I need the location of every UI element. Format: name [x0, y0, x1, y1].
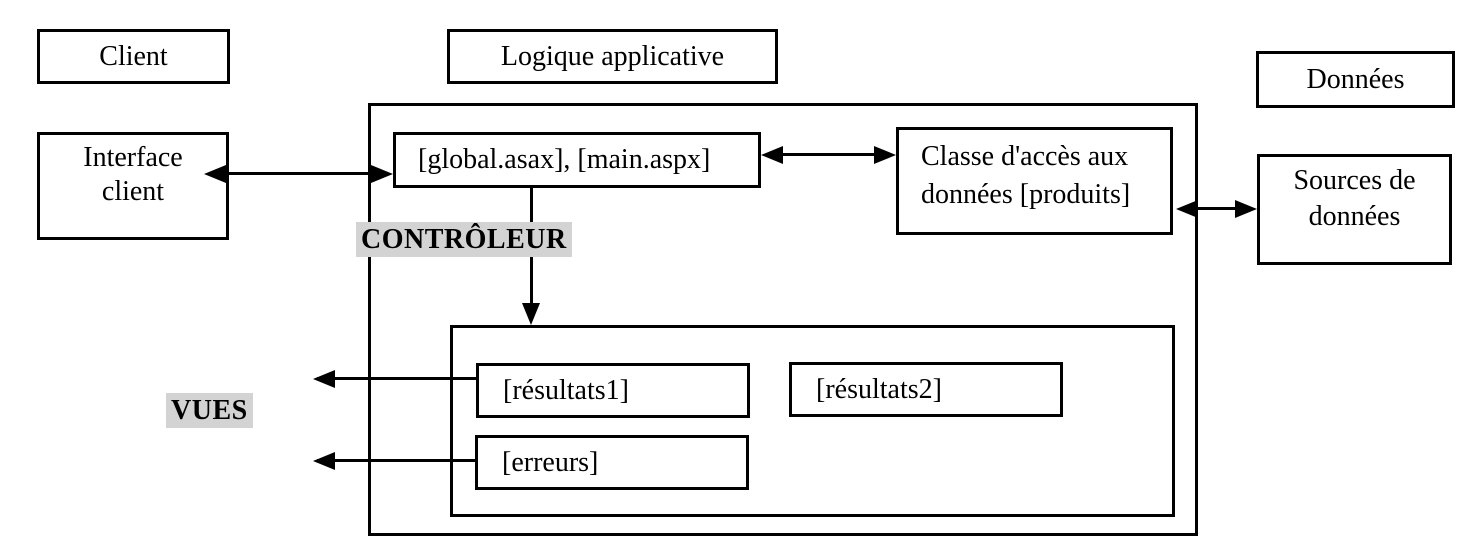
data-tier-label: Données [1306, 63, 1405, 95]
data-access-class-box: Classe d'accès aux données [produits] [896, 127, 1173, 235]
client-tier-box: Client [37, 29, 230, 84]
controller-files-box: [global.asax], [main.aspx] [393, 132, 761, 188]
data-access-class-line1: Classe d'accès aux [921, 141, 1129, 172]
erreurs-view-box: [erreurs] [475, 435, 749, 490]
arrow-interface-to-controller-head-right [371, 165, 393, 183]
application-logic-container [368, 103, 1198, 536]
arrow-erreurs-to-client-head-left [313, 452, 335, 470]
resultats1-view-box: [résultats1] [476, 363, 750, 418]
controller-files-label: [global.asax], [main.aspx] [418, 144, 711, 175]
resultats2-view-box: [résultats2] [789, 362, 1063, 417]
client-interface-line1: Interface [83, 142, 183, 173]
arrow-interface-to-controller-head-left [204, 165, 226, 183]
arrow-data-access-to-sources-head-left [1176, 200, 1198, 218]
data-tier-box: Données [1256, 51, 1455, 108]
client-interface-line2: client [101, 176, 165, 207]
data-access-class-line2: données [produits] [921, 179, 1131, 210]
arrow-data-access-to-sources-shaft [1182, 207, 1252, 210]
erreurs-view-label: [erreurs] [502, 446, 599, 478]
data-sources-line2: données [1308, 201, 1401, 232]
application-logic-tier-label: Logique applicative [500, 40, 725, 72]
resultats2-view-label: [résultats2] [816, 373, 942, 405]
arrow-data-access-to-sources-head-right [1235, 200, 1257, 218]
views-container [450, 325, 1175, 517]
arrow-interface-to-controller-shaft [210, 172, 388, 175]
arrow-controller-to-data-access-head-left [761, 146, 783, 164]
resultats1-view-label: [résultats1] [503, 374, 629, 406]
arrow-controller-to-data-access-shaft [767, 153, 891, 156]
client-interface-box: Interface client [37, 132, 229, 240]
controleur-annotation: CONTRÔLEUR [356, 222, 572, 257]
data-sources-box: Sources de données [1257, 154, 1452, 265]
arrow-controller-to-data-access-head-right [874, 146, 896, 164]
arrow-controller-to-views-head-down [522, 303, 540, 325]
application-logic-tier-box: Logique applicative [447, 29, 778, 84]
arrow-resultats1-to-client-shaft [317, 377, 476, 380]
data-sources-line1: Sources de [1293, 165, 1416, 196]
arrow-erreurs-to-client-shaft [317, 459, 475, 462]
vues-annotation: VUES [166, 393, 253, 428]
arrow-resultats1-to-client-head-left [313, 370, 335, 388]
client-tier-label: Client [99, 40, 168, 72]
